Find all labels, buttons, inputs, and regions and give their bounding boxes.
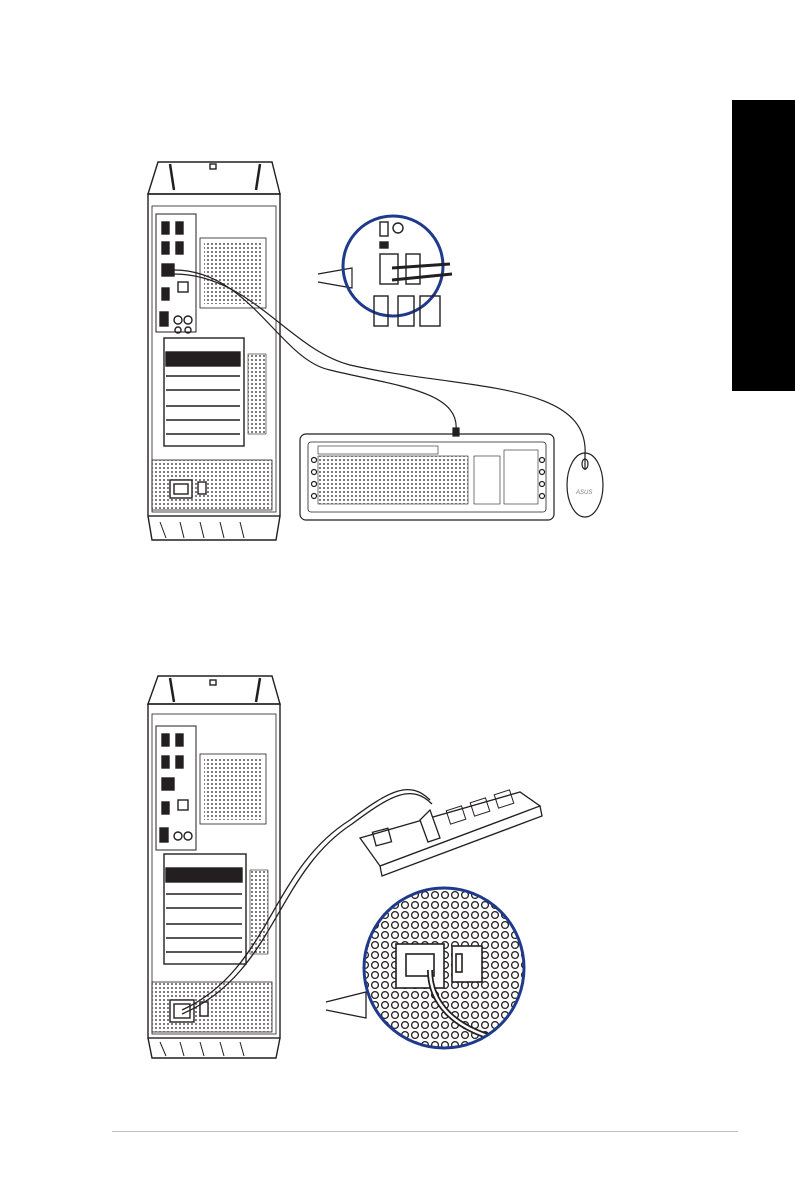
power-strip (360, 790, 542, 876)
keyboard (300, 434, 554, 520)
language-side-tab (732, 100, 795, 391)
desktop-tower-rear (148, 676, 280, 1058)
mouse-brand-label: ASUS (575, 490, 592, 496)
power-socket-zoom-callout (326, 886, 530, 1056)
power-connection-figure (130, 670, 560, 1070)
usb-zoom-callout (318, 216, 452, 326)
desktop-tower-rear (148, 162, 280, 540)
keyboard-mouse-figure: ASUS (130, 150, 630, 550)
footer-rule (112, 1131, 738, 1132)
mouse: ASUS (567, 453, 603, 517)
power-connection-illustration (130, 670, 560, 1070)
keyboard-mouse-illustration: ASUS (130, 150, 630, 550)
